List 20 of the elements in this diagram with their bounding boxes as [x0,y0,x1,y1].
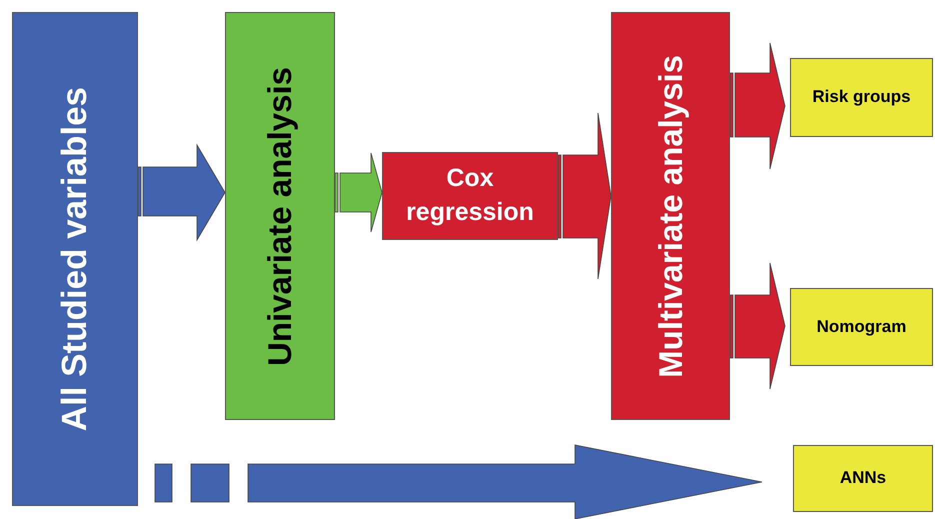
box-label: Nomogram [816,316,906,338]
box-label: Risk groups [812,86,911,108]
process-box [611,12,730,420]
block-arrow [730,42,786,170]
box-label: Cox regression [405,163,535,228]
block-arrow [558,112,612,280]
box-label: Multivariate analysis [652,54,690,378]
process-box [225,12,335,420]
process-box [382,152,558,240]
box-label: ANNs [840,467,886,490]
process-box [793,445,933,512]
process-box [12,12,138,506]
box-label: Univariate analysis [261,66,299,366]
process-box [790,288,933,366]
block-arrow [730,262,786,390]
box-label: All Studied variables [55,86,95,432]
process-box [790,58,933,137]
block-arrow [138,144,226,242]
block-arrow [334,152,382,232]
block-arrow [154,444,762,519]
